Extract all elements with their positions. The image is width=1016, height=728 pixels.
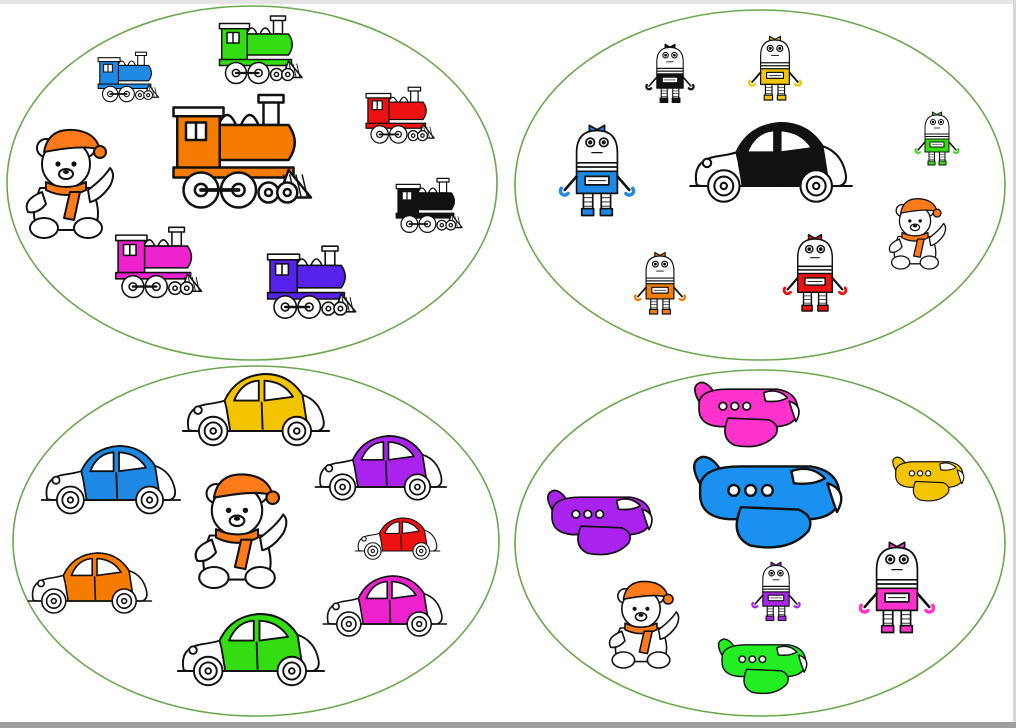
teddy-bear-icon[interactable] xyxy=(608,580,680,669)
robot-icon[interactable] xyxy=(645,43,695,104)
window-right-edge xyxy=(1013,0,1016,728)
teddy-bear-icon[interactable] xyxy=(25,128,114,239)
teddy-bear-icon[interactable] xyxy=(888,198,947,270)
robots-card xyxy=(514,9,1006,361)
robot-icon[interactable] xyxy=(858,541,936,634)
car-icon[interactable] xyxy=(40,445,182,515)
robot-icon[interactable] xyxy=(751,561,801,622)
airplane-icon[interactable] xyxy=(693,455,843,549)
car-icon[interactable] xyxy=(176,613,326,687)
airplane-icon[interactable] xyxy=(694,381,800,448)
robot-icon[interactable] xyxy=(633,251,687,315)
train-icon[interactable] xyxy=(97,51,160,103)
car-icon[interactable] xyxy=(689,121,853,203)
car-icon[interactable] xyxy=(27,552,153,614)
teddy-bear-icon[interactable] xyxy=(194,473,288,590)
robot-icon[interactable] xyxy=(748,35,802,101)
airplane-icon[interactable] xyxy=(717,638,808,695)
car-icon[interactable] xyxy=(354,517,441,560)
trains-card xyxy=(6,5,498,361)
car-icon[interactable] xyxy=(322,575,448,637)
robot-icon[interactable] xyxy=(558,124,636,217)
robot-icon[interactable] xyxy=(914,111,960,166)
train-icon[interactable] xyxy=(218,15,303,85)
window-bottom-edge xyxy=(0,722,1016,728)
window-top-edge xyxy=(0,0,1016,4)
car-icon[interactable] xyxy=(314,435,448,501)
robot-icon[interactable] xyxy=(782,233,848,312)
cars-card xyxy=(12,365,500,717)
planes-card xyxy=(514,369,1006,717)
airplane-icon[interactable] xyxy=(547,489,653,556)
car-icon[interactable] xyxy=(181,373,331,447)
train-icon[interactable] xyxy=(395,177,463,234)
train-icon[interactable] xyxy=(266,245,357,320)
train-icon[interactable] xyxy=(172,93,313,209)
airplane-icon[interactable] xyxy=(892,456,965,502)
train-icon[interactable] xyxy=(114,226,203,299)
train-icon[interactable] xyxy=(365,86,435,144)
